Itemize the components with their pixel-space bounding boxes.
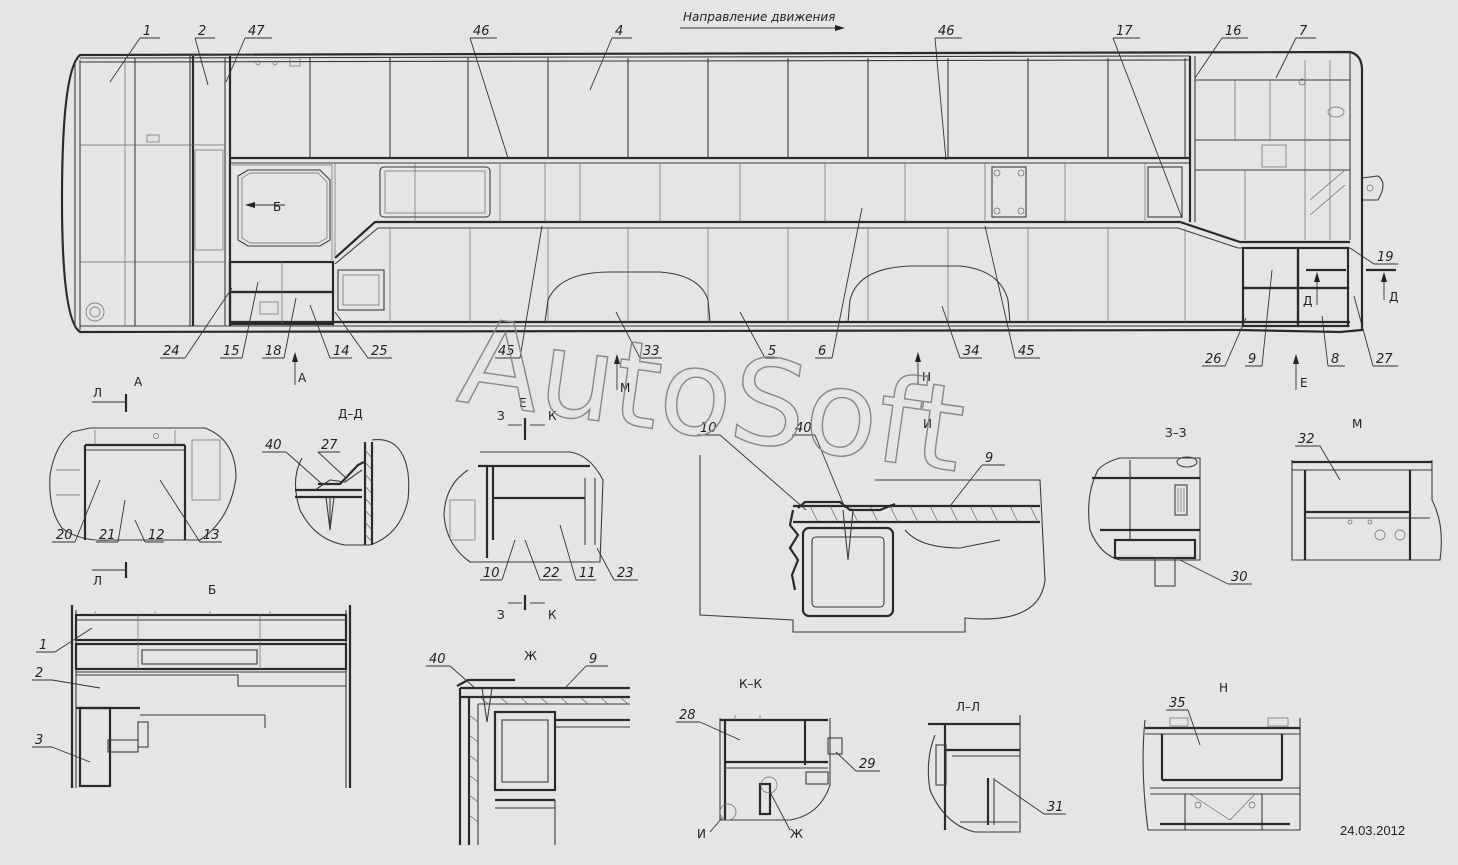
callout-33: 33: [643, 344, 660, 359]
marker-b: Б: [273, 200, 281, 214]
callout-19: 19: [1377, 250, 1394, 265]
callout-3: 3: [35, 733, 43, 748]
marker-z-bottom: З: [497, 608, 505, 622]
callout-15: 15: [223, 344, 240, 359]
callout-10-zk: 10: [483, 566, 500, 581]
callout-2-b: 2: [35, 666, 43, 681]
callout-14: 14: [333, 344, 350, 359]
section-z-k: З К Е З К 10 22 11 23: [443, 396, 638, 622]
marker-k-bottom: К: [548, 608, 557, 622]
main-view-markers: Б А М Н Е Д Д: [245, 200, 1398, 395]
callout-45-right: 45: [1018, 344, 1035, 359]
callout-45-left: 45: [498, 344, 515, 359]
marker-e: Е: [1300, 376, 1308, 390]
callout-21: 21: [99, 528, 116, 543]
callout-22: 22: [543, 566, 560, 581]
callout-46-right: 46: [938, 24, 955, 39]
callout-34: 34: [963, 344, 980, 359]
view-dd-title: Д–Д: [338, 407, 363, 421]
callout-27: 27: [1376, 352, 1393, 367]
callout-9-zh: 9: [589, 652, 597, 667]
callout-40-dd: 40: [265, 438, 282, 453]
callout-46-left: 46: [473, 24, 490, 39]
callout-40-i: 40: [795, 421, 812, 436]
direction-indicator: Направление движения: [680, 10, 845, 31]
callout-26: 26: [1205, 352, 1222, 367]
callout-23: 23: [617, 566, 634, 581]
callout-27-dd: 27: [321, 438, 338, 453]
marker-l-top: Л: [93, 386, 102, 400]
view-zz: З–З 30: [1088, 426, 1252, 587]
view-ll: Л–Л 31: [927, 700, 1066, 833]
callout-31: 31: [1047, 800, 1064, 815]
main-callouts-bottom: 24 15 18 14 25 45 33 5 6 34 45 26 9 8 27…: [160, 207, 1398, 367]
drawing-date: 24.03.2012: [1340, 823, 1405, 838]
view-kk-title: К–К: [739, 677, 763, 691]
view-n: Н 35: [1142, 681, 1301, 831]
marker-zh-kk: Ж: [790, 827, 803, 841]
view-m: М 32: [1291, 417, 1442, 561]
marker-m: М: [620, 381, 630, 395]
view-a-title: А: [134, 375, 143, 389]
main-side-view: [60, 50, 1384, 334]
callout-16: 16: [1225, 24, 1242, 39]
callout-47: 47: [248, 24, 265, 39]
callout-24: 24: [163, 344, 180, 359]
callout-25: 25: [371, 344, 388, 359]
callout-1-b: 1: [39, 638, 47, 653]
view-n-title: Н: [1219, 681, 1228, 695]
marker-d-right: Д: [1389, 290, 1398, 304]
view-zh-title: Ж: [524, 649, 537, 663]
view-zz-title: З–З: [1165, 426, 1186, 440]
callout-6: 6: [818, 344, 826, 359]
callout-7: 7: [1299, 24, 1308, 39]
view-a: А Л Л 20 21 12 13: [49, 375, 237, 588]
detail-i: И 10 40 9: [697, 417, 1046, 633]
callout-2: 2: [198, 24, 206, 39]
callout-13: 13: [203, 528, 220, 543]
callout-20: 20: [56, 528, 73, 543]
callout-9: 9: [1248, 352, 1256, 367]
view-m-title: М: [1352, 417, 1362, 431]
marker-d-left: Д: [1303, 294, 1312, 308]
view-dd: Д–Д 40 27: [262, 407, 410, 546]
callout-30: 30: [1231, 570, 1248, 585]
marker-a: А: [298, 371, 307, 385]
callout-8: 8: [1331, 352, 1339, 367]
marker-l-bottom: Л: [93, 574, 102, 588]
callout-9-i: 9: [985, 451, 993, 466]
view-kk: К–К 28 29 И Ж: [676, 677, 880, 841]
callout-1: 1: [143, 24, 151, 39]
callout-18: 18: [265, 344, 282, 359]
marker-n: Н: [922, 370, 931, 384]
marker-k-top: К: [548, 409, 557, 423]
callout-5: 5: [768, 344, 776, 359]
detail-zh: Ж 40 9: [426, 649, 630, 845]
callout-10-i: 10: [700, 421, 717, 436]
callout-11: 11: [579, 566, 596, 581]
callout-40-zh: 40: [429, 652, 446, 667]
view-ll-title: Л–Л: [956, 700, 980, 714]
callout-28: 28: [679, 708, 696, 723]
view-b: Б 1 2 3: [32, 583, 352, 788]
callout-17: 17: [1116, 24, 1133, 39]
direction-title: Направление движения: [683, 10, 835, 24]
callout-12: 12: [148, 528, 165, 543]
callout-35: 35: [1169, 696, 1186, 711]
view-b-title: Б: [208, 583, 216, 597]
callout-32: 32: [1298, 432, 1315, 447]
callout-4: 4: [615, 24, 623, 39]
marker-e-top: Е: [519, 396, 527, 410]
callout-29: 29: [859, 757, 876, 772]
marker-i-detail: И: [923, 417, 932, 431]
marker-z-top: З: [497, 409, 505, 423]
marker-i-kk: И: [697, 827, 706, 841]
main-callouts-top: 1 2 47 46 4 46 17 16 7: [109, 24, 1316, 219]
